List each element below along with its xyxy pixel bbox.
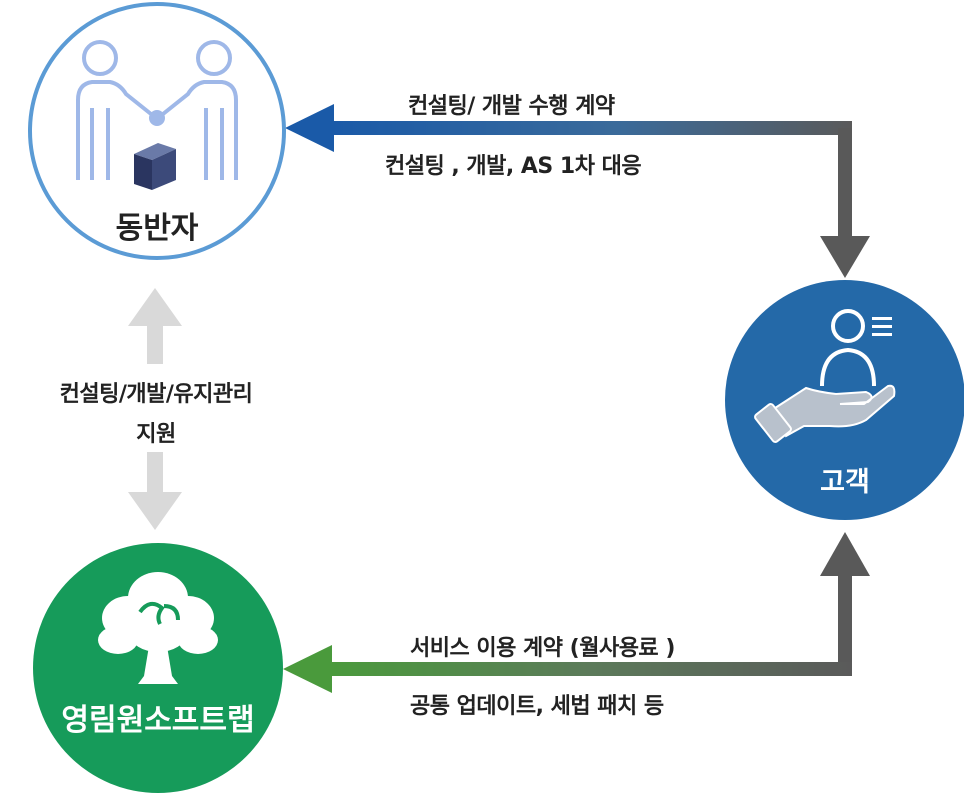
company-label: 영림원소프트랩: [61, 703, 255, 738]
node-partner: [28, 2, 286, 260]
bottom-edge-label-2: 공통 업데이트, 세법 패치 등: [410, 694, 664, 719]
arrow-customer-to-company: [283, 532, 870, 693]
support-label-2: 지원: [136, 422, 176, 447]
top-edge-label-2: 컨설팅 , 개발, AS 1차 대응: [385, 154, 642, 179]
node-company: [33, 543, 283, 793]
box-icon: [134, 143, 176, 190]
support-label-1: 컨설팅/개발/유지관리: [59, 382, 253, 407]
arrow-company-partner-support: [128, 288, 182, 530]
bottom-edge-label-1: 서비스 이용 계약 (월사용료 ): [410, 636, 675, 661]
customer-label: 고객: [820, 467, 870, 498]
top-edge-label-1: 컨설팅/ 개발 수행 계약: [408, 94, 615, 119]
arrow-customer-to-partner: [285, 104, 870, 278]
handshake-icon: [76, 40, 238, 180]
tree-logo-icon: [98, 572, 218, 684]
node-customer: [725, 280, 964, 520]
customer-service-icon: [754, 309, 896, 443]
partner-label: 동반자: [115, 211, 199, 246]
